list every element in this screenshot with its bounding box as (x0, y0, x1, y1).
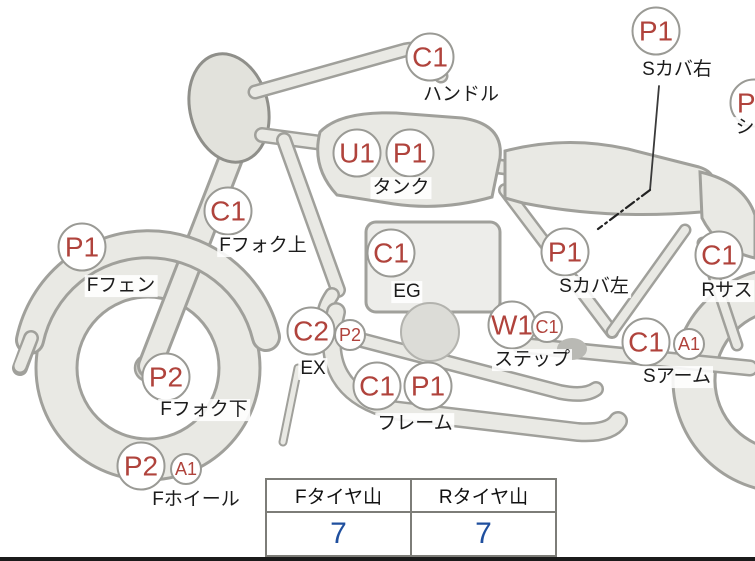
part-label-exhaust: EX (298, 358, 328, 380)
grade-badge-tank-2: P1 (385, 128, 435, 178)
part-label-ffork-lower: Fフォク下 (158, 399, 250, 421)
part-label-swingarm: Sアーム (641, 366, 713, 388)
part-label-scover-right: Sカバ右 (640, 59, 714, 81)
headlight-handle-area (187, 52, 271, 164)
leader-line-scover-right (596, 85, 660, 231)
grade-badge-engine: C1 (366, 228, 416, 278)
grade-badge-handle: C1 (405, 32, 455, 82)
seat (503, 141, 716, 217)
grade-badge-rsus: C1 (694, 230, 744, 280)
side-stand (278, 363, 303, 447)
front-tire-tread-value: 7 (265, 511, 412, 557)
front-fender (12, 229, 281, 376)
grade-badge-fwheel-sub: A1 (170, 453, 202, 485)
grade-badge-ffender: P1 (57, 222, 107, 272)
part-label-ffender: Fフェン (84, 275, 158, 297)
grade-badge-swingarm-sub: A1 (673, 328, 705, 360)
grade-badge-ffork-upper: C1 (203, 186, 253, 236)
grade-badge-scover-right: P1 (631, 6, 681, 56)
part-label-handle: ハンドル (420, 84, 502, 106)
part-label-fwheel: Fホイール (150, 489, 242, 511)
page-bottom-border (0, 557, 755, 561)
part-label-scover-left: Sカバ左 (557, 276, 631, 298)
part-label-tank: タンク (370, 177, 432, 199)
grade-badge-exhaust-sub: P2 (334, 319, 366, 351)
grade-badge-exhaust: C2 (286, 306, 336, 356)
part-label-engine: EG (391, 281, 423, 303)
grade-badge-scover-left: P1 (540, 227, 590, 277)
grade-badge-frame-1: C1 (352, 361, 402, 411)
part-label-rsus: Rサス (699, 280, 755, 302)
grade-badge-step: W1 (487, 300, 537, 350)
part-label-step: ステップ (491, 349, 573, 371)
part-label-frame: フレーム (375, 413, 455, 435)
grade-badge-ffork-lower: P2 (141, 352, 191, 402)
tire-tread-value-row: 7 7 (265, 511, 557, 557)
grade-badge-fwheel: P2 (116, 441, 166, 491)
tire-tread-table: Fタイヤ山 Rタイヤ山 7 7 (265, 478, 557, 557)
rear-tire-tread-header: Rタイヤ山 (410, 478, 557, 513)
rear-tire-tread-value: 7 (410, 511, 557, 557)
grade-badge-swingarm: C1 (621, 317, 671, 367)
part-label-seat: シ (733, 117, 755, 139)
grade-badge-frame-2: P1 (403, 361, 453, 411)
grade-badge-step-sub: C1 (531, 311, 563, 343)
tire-tread-header-row: Fタイヤ山 Rタイヤ山 (265, 478, 557, 513)
front-tire-tread-header: Fタイヤ山 (265, 478, 412, 513)
part-label-ffork-upper: Fフォク上 (217, 235, 309, 257)
grade-badge-tank-1: U1 (332, 128, 382, 178)
